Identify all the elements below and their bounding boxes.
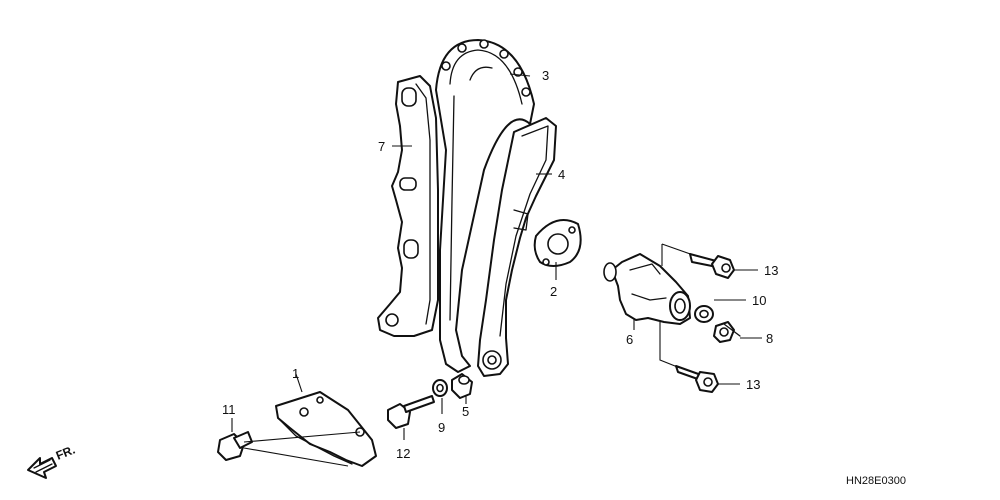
washer-part-9 — [432, 379, 448, 397]
washer-part-10 — [694, 305, 714, 323]
sealing-bolt-part — [713, 321, 741, 343]
gasket-part — [533, 219, 582, 267]
front-arrow-label: FR. — [54, 443, 77, 463]
callout-6: 6 — [626, 332, 633, 347]
callout-11: 11 — [222, 402, 236, 417]
callout-3: 3 — [542, 68, 549, 83]
callout-10: 10 — [752, 293, 766, 308]
flange-bolt-upper-part — [689, 253, 735, 279]
callout-8: 8 — [766, 331, 773, 346]
front-direction-arrow: FR. — [27, 443, 77, 479]
callout-labels: 3 7 4 2 6 13 10 8 13 1 5 11 9 12 — [222, 68, 778, 461]
bolt-part-11 — [217, 431, 253, 461]
callout-1: 1 — [292, 366, 299, 381]
leader-lines — [231, 73, 762, 467]
callout-4: 4 — [558, 167, 565, 182]
diagram-code: HN28E0300 — [846, 475, 906, 487]
callout-13-upper: 13 — [764, 263, 778, 278]
guide-plate-part — [275, 391, 377, 467]
cam-chain-part — [435, 39, 535, 373]
tensioner-slipper-part — [477, 117, 557, 377]
flange-bolt-lower-part — [675, 365, 719, 393]
tensioner-lifter-part — [603, 253, 691, 325]
collar-part-5 — [451, 373, 473, 399]
callout-9: 9 — [438, 420, 445, 435]
bolt-part-12 — [387, 395, 435, 429]
callout-7: 7 — [378, 139, 385, 154]
cam-chain-guide-part — [377, 75, 439, 337]
callout-12: 12 — [396, 446, 410, 461]
callout-13-lower: 13 — [746, 377, 760, 392]
callout-2: 2 — [550, 284, 557, 299]
callout-5: 5 — [462, 404, 469, 419]
